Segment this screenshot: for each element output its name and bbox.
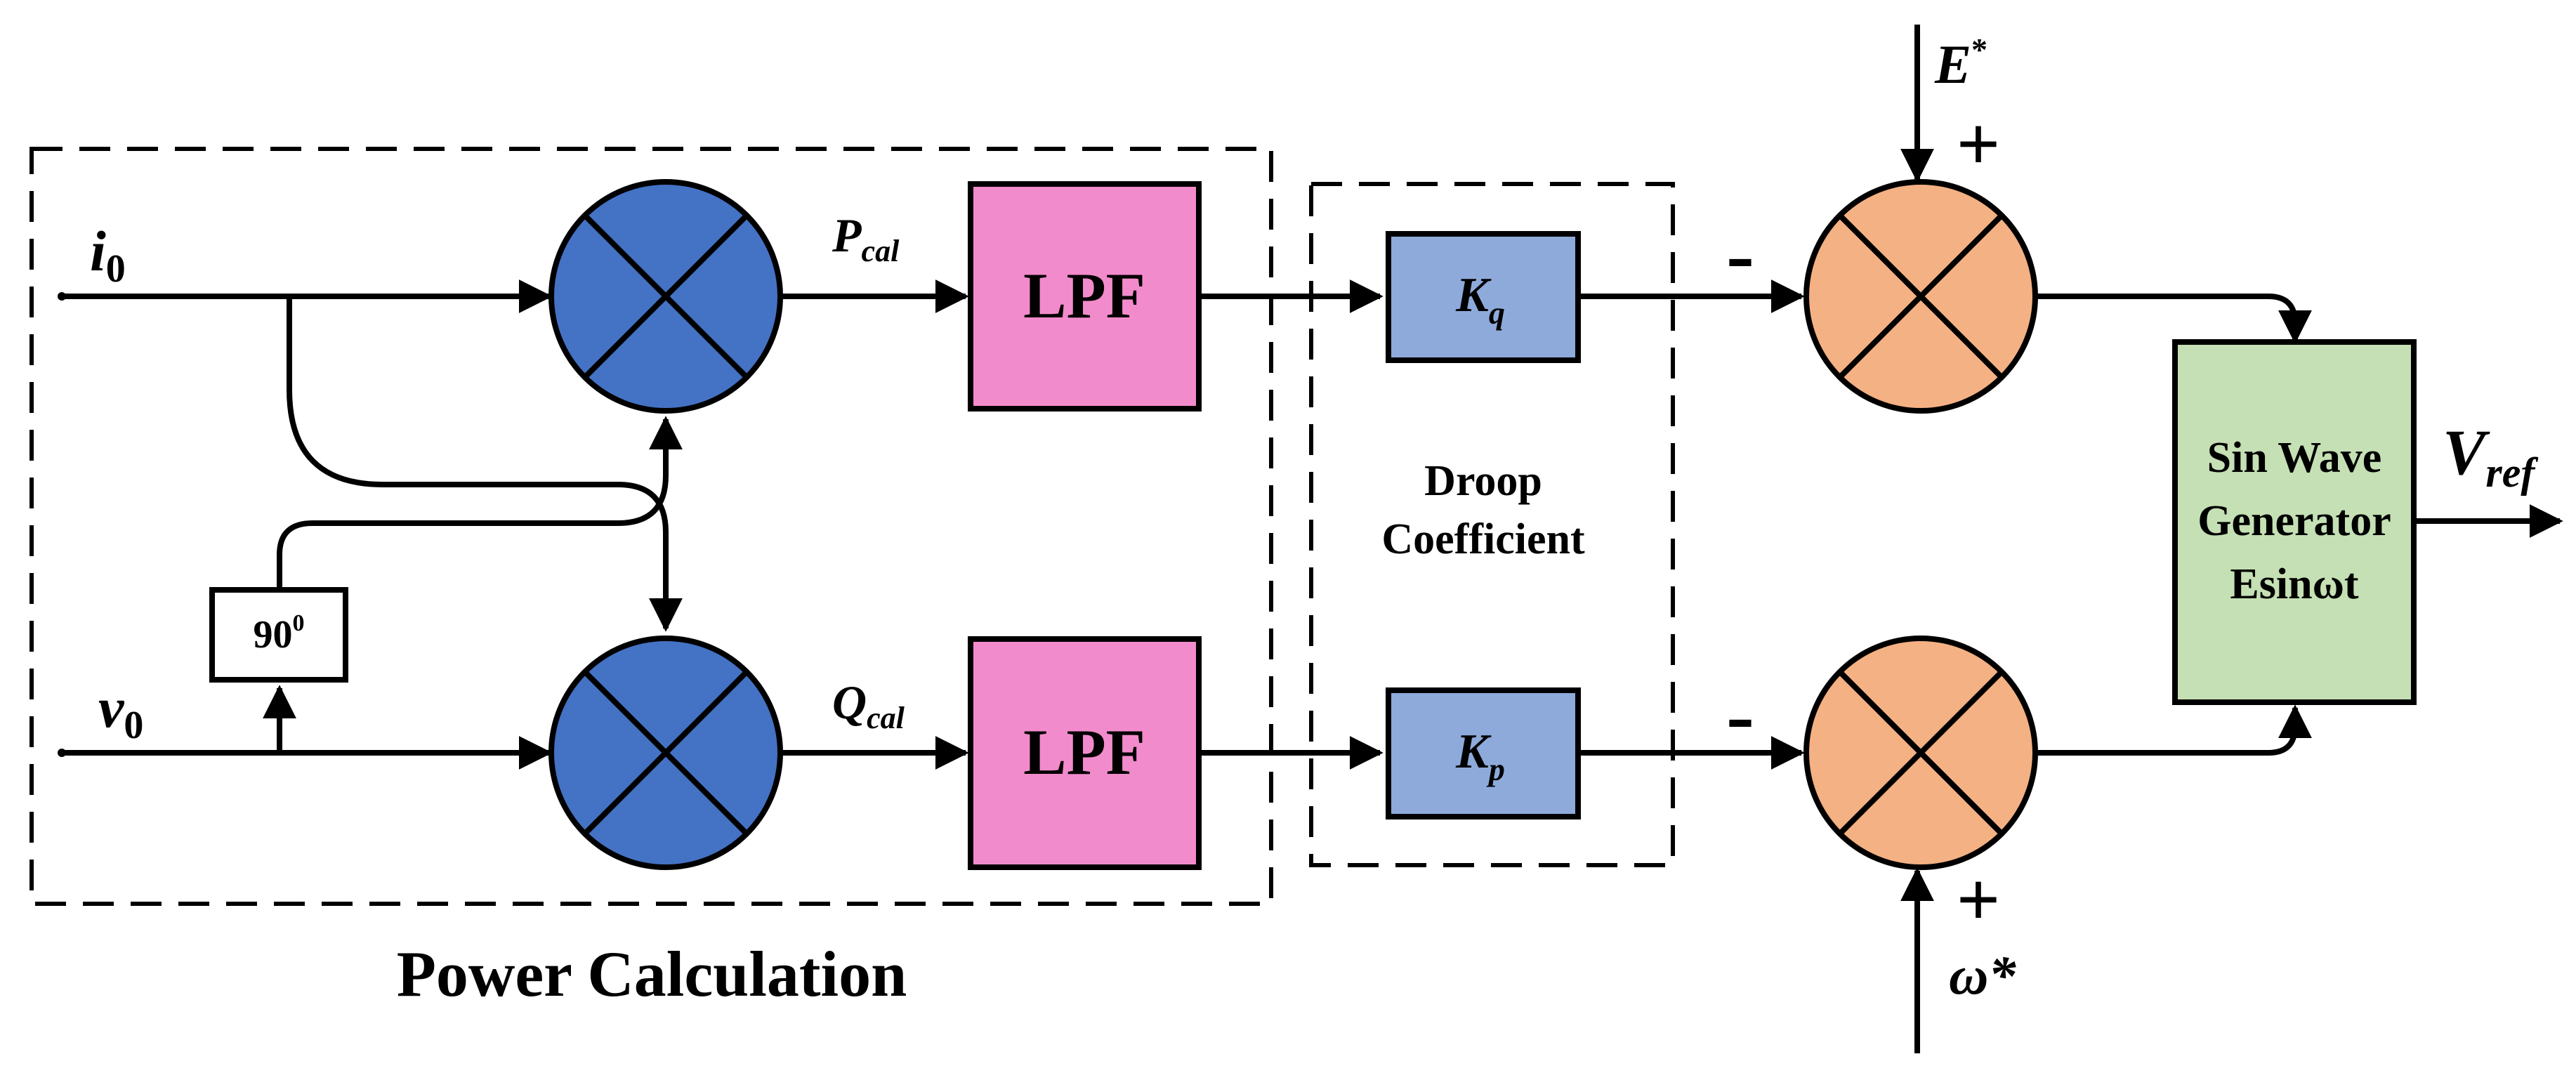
omega-star-label: ω*	[1949, 944, 2016, 1006]
top-multiplier	[548, 179, 783, 414]
kq-gain-block: Kq	[1386, 231, 1581, 363]
bottom-minus-sign: -	[1726, 668, 1754, 761]
top-summing-junction	[1803, 179, 2038, 414]
kp-gain-block: Kp	[1386, 687, 1581, 819]
svg-text:900: 900	[254, 610, 305, 657]
lpf-top-block: LPF	[968, 181, 1202, 412]
generator-line1: Sin Wave	[2207, 434, 2382, 482]
e-star-label: E*	[1934, 32, 1987, 95]
q-cal-label: Qcal	[832, 676, 905, 735]
v0-label: v0	[98, 676, 143, 747]
vref-label: Vref	[2443, 416, 2538, 496]
shifted-v0-wire	[277, 416, 683, 588]
phase-shift-value: 90	[254, 613, 293, 657]
generator-line3: Esinωt	[2230, 560, 2359, 608]
kq-symbol: K	[1455, 268, 1492, 322]
power-calculation-label: Power Calculation	[397, 938, 907, 1010]
generator-line2: Generator	[2197, 497, 2391, 545]
bottom-summer-to-generator-wire	[2035, 704, 2312, 756]
lpf-top-label: LPF	[1023, 260, 1145, 331]
droop-label-line1: Droop	[1424, 457, 1542, 505]
phase-shift-degree: 0	[293, 610, 305, 636]
top-plus-sign: +	[1957, 101, 2001, 187]
kp-symbol: K	[1455, 725, 1492, 779]
phase-shift-block: 900	[209, 587, 348, 683]
bottom-plus-sign: +	[1957, 857, 2001, 942]
i0-terminal	[58, 292, 66, 301]
power-calculation-group	[29, 147, 1273, 906]
v0-terminal	[58, 749, 66, 757]
svg-text:Kp: Kp	[1455, 725, 1505, 787]
top-minus-sign: -	[1726, 207, 1754, 301]
lpf-bottom-label: LPF	[1023, 716, 1145, 788]
top-summer-to-generator-wire	[2035, 294, 2312, 344]
kq-subscript: q	[1489, 295, 1505, 331]
droop-label-line2: Coefficient	[1381, 515, 1585, 563]
p-cal-label: Pcal	[832, 209, 900, 268]
bottom-multiplier	[548, 636, 783, 870]
kp-subscript: p	[1486, 751, 1505, 787]
droop-coefficient-group	[1309, 182, 1675, 867]
sine-wave-generator-block: Sin Wave Generator Esinωt	[2172, 339, 2417, 705]
svg-text:Kq: Kq	[1455, 268, 1505, 331]
bottom-summing-junction	[1803, 636, 2038, 870]
i0-label: i0	[90, 219, 126, 291]
lpf-bottom-block: LPF	[968, 636, 1202, 870]
